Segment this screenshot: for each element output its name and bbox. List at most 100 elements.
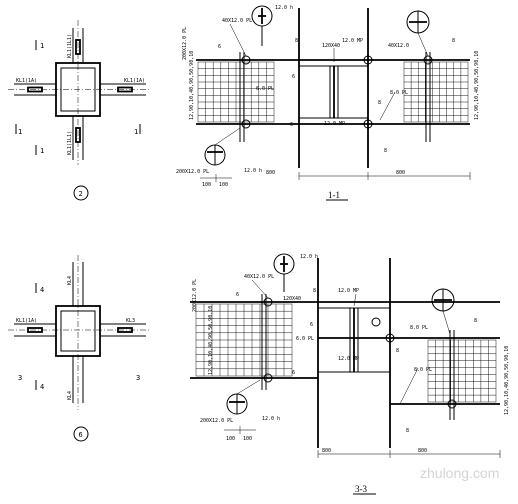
label-4-3: 12.0 MP bbox=[338, 288, 359, 294]
detail-number-6: 6 bbox=[79, 431, 83, 439]
leader-5 bbox=[417, 32, 429, 57]
beam-label-bottom-6: KL4 bbox=[67, 391, 73, 400]
leader-5-3 bbox=[442, 310, 451, 335]
label-9-3: 8.0 PL bbox=[410, 325, 428, 331]
detail-number-circle bbox=[73, 185, 89, 201]
label-11-3: 12.0 h bbox=[262, 416, 280, 422]
rebar-grid-left bbox=[197, 61, 275, 123]
leader-4 bbox=[214, 127, 241, 146]
weld-6: 8 bbox=[384, 148, 387, 154]
side-label-3-3: 12,90,10,40,90,50,90,10 bbox=[504, 346, 510, 415]
label-4: 12.0 MP bbox=[342, 38, 363, 44]
grid-frame bbox=[427, 339, 497, 403]
side-label-1: 200X12.0 PL bbox=[182, 27, 188, 60]
label-2: 120X40 bbox=[322, 43, 340, 49]
small-dim-2-3: 100 bbox=[243, 436, 252, 442]
beam-label-right-6: KL3 bbox=[126, 318, 135, 324]
rebar-grid-left-3 bbox=[195, 303, 293, 377]
label-11: 12.0 h bbox=[244, 168, 262, 174]
splice-plate-left-6 bbox=[27, 327, 43, 333]
weld-circle-3 bbox=[363, 55, 373, 65]
section-title-3: 3-3 bbox=[355, 484, 367, 494]
label-6-3: 8.0 PL bbox=[414, 367, 432, 373]
detail-plan-6: 4 4 3 3 KL4 KL4 KL1(1A) KL3 6 bbox=[8, 255, 150, 442]
beam-label-left-6: KL1(1A) bbox=[16, 318, 37, 324]
grid-frame bbox=[403, 61, 469, 123]
detail-number-circle-6 bbox=[73, 426, 89, 442]
mark-right-6: 3 bbox=[136, 374, 140, 382]
label-1-3: 40X12.0 PL bbox=[244, 274, 274, 280]
label-7-3: 200X12.0 PL bbox=[200, 418, 233, 424]
dim-value-1-3: 800 bbox=[322, 448, 331, 454]
leader-1-3 bbox=[251, 279, 269, 299]
mark-left-top-6: 4 bbox=[40, 286, 44, 294]
weld-circle-4-3 bbox=[385, 333, 395, 343]
weld-7-3: 8 bbox=[474, 318, 477, 324]
small-dim-1-3: 100 bbox=[226, 436, 235, 442]
weld-3-3: 6 bbox=[310, 322, 313, 328]
mark-right: 1 bbox=[134, 128, 138, 136]
small-dim-1: 100 bbox=[202, 182, 211, 188]
leader-3 bbox=[379, 91, 396, 121]
weld-5-3: 6 bbox=[292, 370, 295, 376]
splice-plate-top bbox=[75, 39, 81, 55]
detail-plan-2: 1 1 1 1 KL1(1L1) KL1(1L1) KL1(1A) KL1(1A… bbox=[8, 20, 150, 201]
label-7: 200X12.0 PL bbox=[176, 169, 209, 175]
splice-plate-right bbox=[117, 86, 133, 93]
splice-plate-right-6 bbox=[117, 327, 133, 333]
label-5-3: 12.0 MP bbox=[338, 356, 359, 362]
label-1: 40X12.0 PL bbox=[222, 18, 252, 24]
splice-plate-bottom bbox=[75, 127, 81, 143]
mark-left-bottom-6: 4 bbox=[40, 383, 44, 391]
label-3-3: 6.0 PL bbox=[296, 336, 314, 342]
weld-2-3: 8 bbox=[313, 288, 316, 294]
leader-2-3 bbox=[353, 293, 357, 307]
weld-5: 6 bbox=[290, 122, 293, 128]
rebar-grid-right bbox=[403, 61, 469, 123]
side-label-3: 12,90,10,40,90,50,90,10 bbox=[474, 51, 480, 120]
beam-label-bottom: KL1(1L1) bbox=[67, 131, 73, 155]
section-title: 1-1 bbox=[328, 190, 340, 200]
label-5: 12.0 MP bbox=[324, 121, 345, 127]
leader-4-3 bbox=[236, 379, 261, 395]
weld-4: 8 bbox=[378, 100, 381, 106]
section-1-1: 800 800 100 100 40X12.0 PL 12.0 h 120X40… bbox=[176, 5, 480, 201]
label-3: 6.0 PL bbox=[256, 86, 274, 92]
mark-left-bottom: 1 bbox=[40, 147, 44, 155]
weld-circle-4 bbox=[363, 119, 373, 129]
dim-value-2-3: 800 bbox=[418, 448, 427, 454]
beam-label-top-6: KL4 bbox=[67, 276, 73, 285]
weld-circle-5-3 bbox=[447, 399, 457, 409]
label-8: 12.0 h bbox=[275, 5, 293, 11]
label-12: 40X12.0 bbox=[388, 43, 409, 49]
beam-label-top: KL1(1L1) bbox=[67, 34, 73, 58]
weld-circle-2 bbox=[241, 119, 251, 129]
weld-1: 6 bbox=[218, 44, 221, 50]
weld-7: 8 bbox=[452, 38, 455, 44]
weld-circle-2-3 bbox=[263, 373, 273, 383]
section-3-3: 800 800 100 100 40X12.0 PL 12.0 h 120X40… bbox=[190, 253, 510, 495]
beam-label-right: KL1(1A) bbox=[124, 78, 145, 84]
rebar-grid-right-3 bbox=[427, 339, 497, 403]
mark-left: 1 bbox=[18, 128, 22, 136]
weld-1-3: 6 bbox=[236, 292, 239, 298]
detail-number: 2 bbox=[79, 190, 83, 198]
label-8-3: 12.0 h bbox=[300, 254, 318, 260]
splice-plate-left bbox=[27, 86, 43, 93]
small-dim-2: 100 bbox=[219, 182, 228, 188]
label-6: 8.0 PL bbox=[390, 90, 408, 96]
beam-label-left: KL1(1A) bbox=[16, 78, 37, 84]
watermark: zhulong.com bbox=[420, 465, 499, 481]
weld-3: 6 bbox=[292, 74, 295, 80]
dim-value-2: 800 bbox=[396, 170, 405, 176]
side-label-2: 12,90,10,40,90,50,90,10 bbox=[189, 51, 195, 120]
mark-left-6: 3 bbox=[18, 374, 22, 382]
mark-left-top: 1 bbox=[40, 42, 44, 50]
weld-4-3: 8 bbox=[396, 348, 399, 354]
leader-1 bbox=[229, 23, 247, 57]
side-label-2-3: 12,90,10,40,90,50,90,10 bbox=[208, 306, 214, 375]
side-label-1-3: 200X12.0 PL bbox=[192, 279, 198, 312]
weld-2: 8 bbox=[295, 38, 298, 44]
